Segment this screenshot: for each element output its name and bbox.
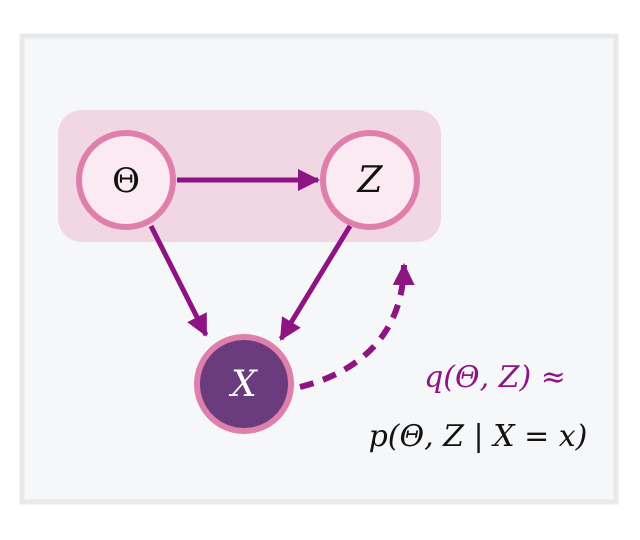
node-x: X xyxy=(194,334,294,434)
edge-z-to-x xyxy=(278,224,353,341)
annotation-p-line: p(Θ, Z | X = x) xyxy=(369,419,588,454)
node-z: Z xyxy=(320,130,420,230)
node-theta: Θ xyxy=(76,130,176,230)
node-x-label: X xyxy=(228,364,258,405)
node-x-circle xyxy=(194,334,294,434)
node-z-circle xyxy=(320,130,420,230)
node-theta-label: Θ xyxy=(112,161,140,201)
edge-theta-to-x xyxy=(148,224,209,337)
edge-variational-dashed xyxy=(299,263,415,390)
node-z-label: Z xyxy=(356,160,383,201)
annotation-q-line: q(Θ, Z) ≈ xyxy=(424,360,566,395)
node-theta-circle xyxy=(76,130,176,230)
